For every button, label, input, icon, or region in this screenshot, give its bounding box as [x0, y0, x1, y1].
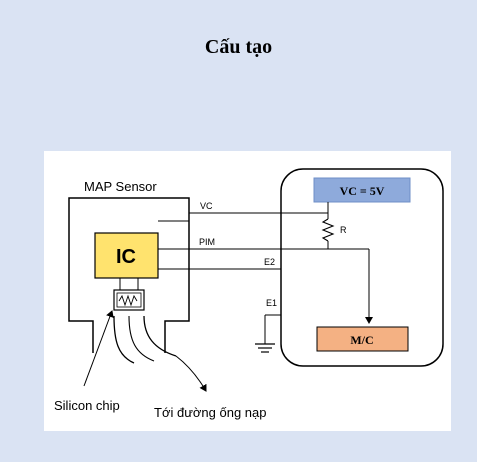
intake-tube-mid	[128, 315, 155, 362]
e1-label: E1	[266, 298, 277, 308]
intake-tube-right	[143, 315, 177, 357]
intake-tube-left	[113, 315, 135, 364]
e2-label: E2	[264, 257, 275, 267]
sensor-housing	[68, 197, 190, 353]
mc-box	[316, 326, 409, 352]
vc-supply-box	[313, 177, 411, 203]
map-sensor-diagram: MAP Sensor IC Silicon chip Tới đường ống…	[44, 151, 451, 431]
pim-line-label: PIM	[199, 237, 215, 247]
ic-chip	[94, 232, 159, 279]
resistor-label: R	[340, 225, 347, 235]
ecu-box	[280, 168, 444, 367]
vc-supply-label: VC = 5V	[340, 184, 385, 198]
silicon-chip-resistor-pattern	[118, 294, 138, 307]
vc-line-label: VC	[200, 201, 213, 211]
intake-pointer	[175, 355, 207, 392]
slide-title: Cấu tạo	[204, 36, 273, 58]
silicon-chip-pointer	[83, 310, 114, 387]
ic-label: IC	[116, 246, 136, 268]
silicon-chip-inner	[116, 292, 142, 308]
silicon-chip-label: Silicon chip	[54, 398, 120, 413]
intake-label: Tới đường ống nạp	[154, 405, 267, 420]
mc-label: M/C	[350, 333, 373, 347]
resistor-symbol	[321, 218, 335, 242]
sensor-label: MAP Sensor	[84, 179, 157, 194]
